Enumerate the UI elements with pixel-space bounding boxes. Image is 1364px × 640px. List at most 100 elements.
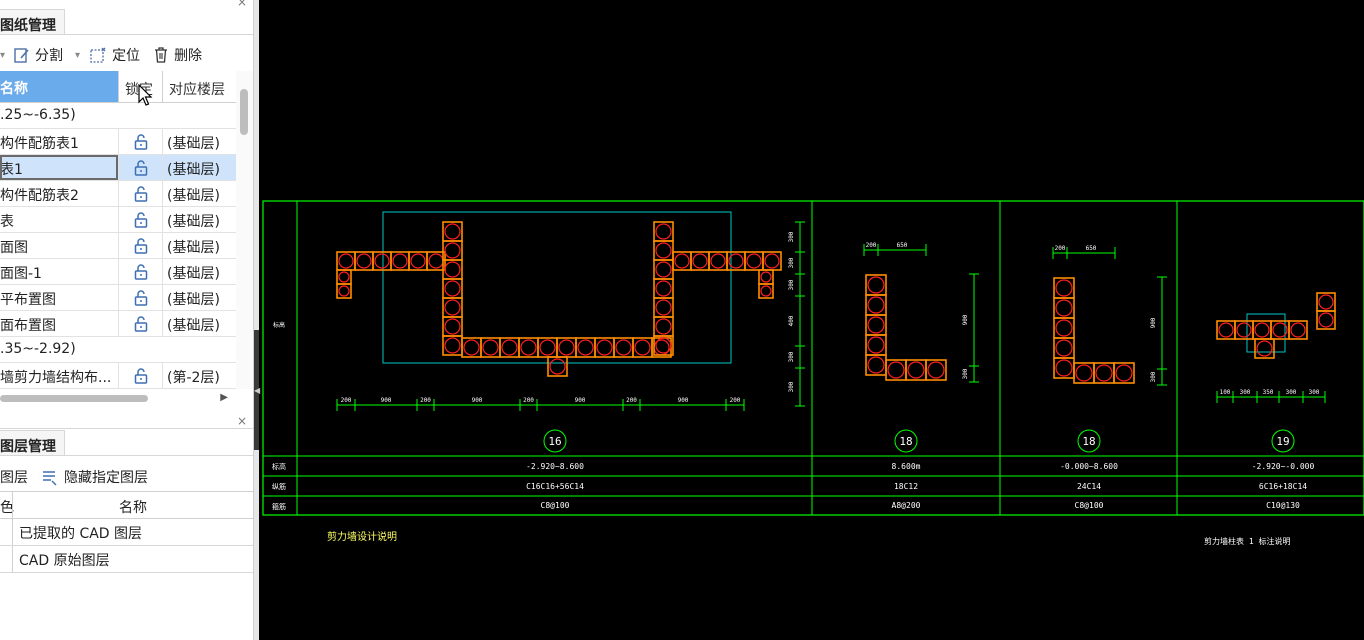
show-layer-button[interactable]: 图层 <box>0 467 28 487</box>
drawing-floor[interactable]: (基础层) <box>162 155 236 180</box>
drawing-floor[interactable]: (基础层) <box>162 311 236 336</box>
drawing-panel-close-icon[interactable]: × <box>236 0 247 9</box>
drawing-panel-tab[interactable]: 图纸管理 <box>0 9 65 35</box>
section-16-rebar-cell <box>653 259 674 280</box>
section-16-dimension: 900 <box>678 397 689 404</box>
layer-row[interactable]: 已提取的 CAD 图层 <box>0 519 253 546</box>
section-18a-rebar-cell <box>865 274 887 296</box>
cad-row-label: 标高 <box>273 321 285 329</box>
rebar-circle <box>1115 364 1133 382</box>
drawing-floor[interactable]: (基础层) <box>162 259 236 284</box>
lock-toggle[interactable] <box>118 181 162 206</box>
lock-toggle[interactable] <box>118 259 162 284</box>
layer-color-swatch[interactable] <box>0 546 12 572</box>
layer-panel-close-icon[interactable]: × <box>236 414 247 428</box>
column-header-name[interactable]: 名称 <box>0 71 118 102</box>
drawing-table-horizontal-scrollbar[interactable]: ▶ <box>0 391 236 407</box>
section-18b-rebar-cell <box>1073 362 1095 384</box>
panel-splitter[interactable]: ◀ <box>253 0 261 640</box>
rebar-circle <box>428 253 444 269</box>
drawing-row[interactable]: 面布置图(基础层) <box>0 311 236 337</box>
section-number: 18 <box>899 435 912 448</box>
delete-button[interactable]: 删除 <box>152 45 202 65</box>
section-18b-rebar-cell <box>1053 277 1075 299</box>
section-18a-rebar-cell <box>885 359 907 381</box>
split-button[interactable]: 分割 <box>13 45 63 65</box>
drawing-row[interactable]: 面图-1(基础层) <box>0 259 236 285</box>
splitter-grip[interactable] <box>254 330 259 450</box>
section-16-rebar-cell <box>442 278 463 299</box>
dropdown-caret-icon[interactable]: ▾ <box>0 49 6 61</box>
section-16-rebar-cell <box>758 283 774 299</box>
drawing-floor[interactable]: (基础层) <box>162 233 236 258</box>
drawing-floor[interactable]: (基础层) <box>162 285 236 310</box>
column-header-layer-name[interactable]: 名称 <box>12 492 253 518</box>
unlock-icon <box>134 237 147 254</box>
lock-toggle[interactable] <box>118 129 162 154</box>
rebar-circle <box>501 339 518 356</box>
section-elevation: 8.600m <box>892 462 921 471</box>
section-16-dimension: 900 <box>575 397 586 404</box>
section-16-vertical-dimension: 300 <box>788 381 795 392</box>
drawing-row[interactable]: 表(基础层) <box>0 207 236 233</box>
horizontal-scroll-thumb[interactable] <box>0 395 148 402</box>
layer-color-swatch[interactable] <box>0 519 12 545</box>
drawing-row[interactable]: 平布置图(基础层) <box>0 285 236 311</box>
rebar-circle <box>1290 322 1306 338</box>
rebar-circle <box>634 339 651 356</box>
lock-toggle[interactable] <box>118 285 162 310</box>
drawing-floor[interactable]: (基础层) <box>162 181 236 206</box>
drawing-row[interactable]: 墙剪力墙结构布...(第-2层) <box>0 363 236 389</box>
rebar-circle <box>1055 299 1073 317</box>
rebar-circle <box>1236 322 1252 338</box>
column-header-color[interactable]: 色 <box>0 500 14 516</box>
drawing-floor[interactable]: (基础层) <box>162 129 236 154</box>
section-16-rebar-cell <box>518 337 539 358</box>
layers-icon <box>43 471 57 486</box>
drawing-floor[interactable]: (基础层) <box>162 207 236 232</box>
layer-panel-tab[interactable]: 图层管理 <box>0 430 65 456</box>
section-16-rebar-cell <box>408 251 428 271</box>
collapse-arrow-icon[interactable]: ◀ <box>254 386 261 395</box>
section-16-rebar-cell <box>653 335 674 356</box>
section-18b-rebar-cell <box>1053 337 1075 359</box>
locate-button[interactable]: 定位 <box>88 45 140 65</box>
rebar-circle <box>539 339 556 356</box>
section-16-rebar-cell <box>653 278 674 299</box>
section-18a-rebar-cell <box>865 354 887 376</box>
vertical-scroll-thumb[interactable] <box>240 89 248 135</box>
section-elevation: -2.920~8.600 <box>526 462 584 471</box>
section-16-rebar-cell <box>556 337 577 358</box>
section-18b-dimension: 650 <box>1086 245 1097 252</box>
cad-canvas[interactable]: 标高纵筋箍筋标高16-2.920~8.600C16C16+56C14C8@100… <box>259 0 1364 640</box>
drawing-group-row[interactable]: .25~-6.35) <box>0 103 236 129</box>
trash-icon <box>155 47 168 63</box>
layer-row[interactable]: CAD 原始图层 <box>0 546 253 573</box>
hide-layer-button[interactable]: 隐藏指定图层 <box>40 467 148 487</box>
section-longitudinal-rebar: C16C16+56C14 <box>526 482 584 491</box>
drawing-floor[interactable]: (第-2层) <box>162 363 236 388</box>
section-18b-rebar-cell <box>1093 362 1115 384</box>
lock-toggle[interactable] <box>118 155 162 180</box>
section-number: 16 <box>548 435 561 448</box>
section-longitudinal-rebar: 6C16+18C14 <box>1259 482 1307 491</box>
drawing-row[interactable]: 表1(基础层) <box>0 155 236 181</box>
section-16-rebar-cell <box>726 251 746 271</box>
drawing-row[interactable]: 构件配筋表1(基础层) <box>0 129 236 155</box>
drawing-group-row[interactable]: .35~-2.92) <box>0 337 236 363</box>
scroll-right-arrow-icon[interactable]: ▶ <box>220 392 228 403</box>
lock-toggle[interactable] <box>118 233 162 258</box>
split-dropdown-caret-icon[interactable]: ▾ <box>75 49 81 61</box>
drawing-name: 面图 <box>0 240 28 256</box>
drawing-row[interactable]: 面图 (基础层) <box>0 233 236 259</box>
lock-toggle[interactable] <box>118 311 162 336</box>
section-16-vertical-dimension: 300 <box>788 279 795 290</box>
section-19-dimension: 100 <box>1220 389 1231 396</box>
drawing-table-vertical-scrollbar[interactable] <box>236 71 253 389</box>
column-header-floor[interactable]: 对应楼层 <box>162 71 236 102</box>
unlock-icon <box>134 263 147 280</box>
lock-toggle[interactable] <box>118 207 162 232</box>
drawing-row[interactable]: 构件配筋表2(基础层) <box>0 181 236 207</box>
lock-toggle[interactable] <box>118 363 162 388</box>
rebar-circle <box>410 253 426 269</box>
